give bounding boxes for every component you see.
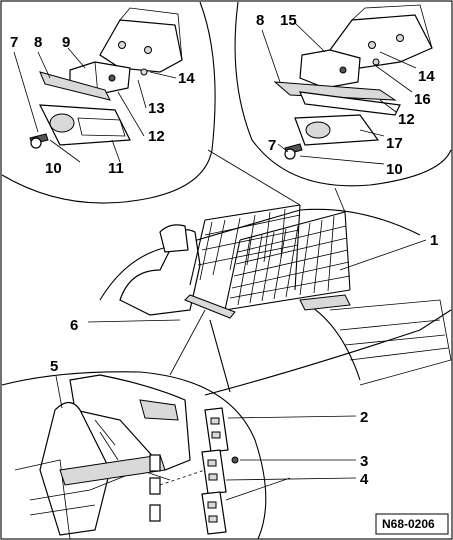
callout-12-right: 12: [398, 111, 415, 128]
callout-10-right: 10: [386, 161, 403, 178]
callout-7-left: 7: [10, 34, 18, 51]
detail-pointer-right: [334, 187, 346, 213]
callout-5: 5: [50, 358, 58, 375]
callout-12-left: 12: [148, 128, 165, 145]
detail-circle-right: [234, 1, 452, 187]
callout-10-left: 10: [45, 160, 62, 177]
dashed-guide: [159, 469, 206, 486]
detail-circle-bottom: [1, 371, 267, 540]
detail-pointer-bottom: [169, 309, 206, 376]
callout-17: 17: [386, 135, 403, 152]
clip-part-4: [201, 449, 357, 495]
callout-9: 9: [62, 34, 70, 51]
callout-11: 11: [108, 160, 124, 177]
callout-8-right: 8: [256, 12, 264, 29]
reference-code-box: [375, 513, 449, 535]
clip-part-lower: [201, 477, 291, 535]
callout-14-left: 14: [178, 70, 195, 87]
callout-6: 6: [70, 317, 78, 334]
detail-circle-left: [1, 1, 216, 204]
callout-7-right: 7: [268, 137, 276, 154]
callout-15: 15: [280, 12, 297, 29]
detail-pointer-left: [207, 149, 301, 206]
callout-13: 13: [148, 100, 165, 117]
callout-2: 2: [360, 409, 368, 426]
reference-code: N68-0206: [382, 517, 435, 531]
callout-4: 4: [360, 471, 369, 488]
callout-3: 3: [360, 453, 368, 470]
callout-1: 1: [430, 232, 438, 249]
car-interior-view: [87, 204, 452, 396]
clip-screw-3: [231, 456, 239, 464]
callout-14-right: 14: [418, 68, 435, 85]
clip-part-2: [204, 407, 357, 453]
callout-8-left: 8: [34, 34, 42, 51]
callout-16: 16: [414, 91, 431, 108]
